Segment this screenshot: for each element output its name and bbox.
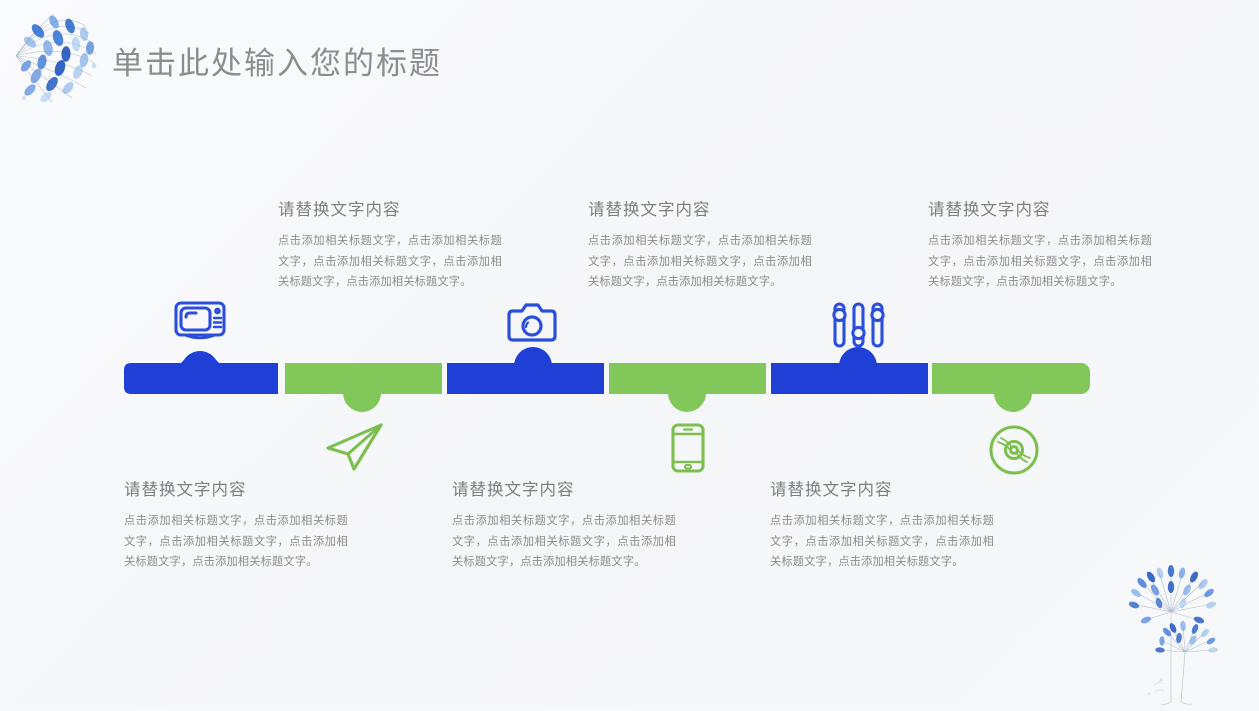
watercolor-dandelion-flowers-icon: [1115, 560, 1231, 706]
watercolor-dandelion-fan-icon: [2, 4, 106, 108]
page-title: 单击此处输入您的标题: [112, 46, 442, 81]
text-block-body: 点击添加相关标题文字，点击添加相关标题文字，点击添加相关标题文字，点击添加相关标…: [770, 515, 994, 569]
compact-disc-icon[interactable]: [988, 424, 1040, 476]
text-block-heading: 请替换文字内容: [124, 481, 247, 499]
timeline-segment-5[interactable]: [771, 347, 928, 394]
equalizer-icon[interactable]: [830, 300, 888, 350]
timeline-segment-2[interactable]: [285, 363, 442, 412]
text-block-heading: 请替换文字内容: [452, 481, 575, 499]
smartphone-icon[interactable]: [669, 422, 707, 474]
timeline-segment-6[interactable]: [932, 363, 1090, 412]
paper-plane-icon[interactable]: [324, 422, 386, 472]
timeline-segment-1[interactable]: [124, 351, 278, 394]
text-block-bottom-3: 请替换文字内容 点击添加相关标题文字，点击添加相关标题文字，点击添加相关标题文字…: [770, 476, 994, 573]
text-block-heading: 请替换文字内容: [770, 481, 893, 499]
text-block-body: 点击添加相关标题文字，点击添加相关标题文字，点击添加相关标题文字，点击添加相关标…: [452, 515, 676, 569]
text-block-body: 点击添加相关标题文字，点击添加相关标题文字，点击添加相关标题文字，点击添加相关标…: [588, 235, 812, 289]
text-block-top-1: 请替换文字内容 点击添加相关标题文字，点击添加相关标题文字，点击添加相关标题文字…: [278, 196, 502, 293]
tv-icon[interactable]: [172, 297, 228, 343]
text-block-heading: 请替换文字内容: [278, 201, 401, 219]
text-block-top-2: 请替换文字内容 点击添加相关标题文字，点击添加相关标题文字，点击添加相关标题文字…: [588, 196, 812, 293]
text-block-heading: 请替换文字内容: [928, 201, 1051, 219]
text-block-body: 点击添加相关标题文字，点击添加相关标题文字，点击添加相关标题文字，点击添加相关标…: [124, 515, 348, 569]
text-block-bottom-2: 请替换文字内容 点击添加相关标题文字，点击添加相关标题文字，点击添加相关标题文字…: [452, 476, 676, 573]
slide-header: 单击此处输入您的标题: [0, 0, 1259, 120]
text-block-top-3: 请替换文字内容 点击添加相关标题文字，点击添加相关标题文字，点击添加相关标题文字…: [928, 196, 1152, 293]
text-block-bottom-1: 请替换文字内容 点击添加相关标题文字，点击添加相关标题文字，点击添加相关标题文字…: [124, 476, 348, 573]
camera-icon[interactable]: [506, 302, 558, 344]
text-block-body: 点击添加相关标题文字，点击添加相关标题文字，点击添加相关标题文字，点击添加相关标…: [278, 235, 502, 289]
text-block-body: 点击添加相关标题文字，点击添加相关标题文字，点击添加相关标题文字，点击添加相关标…: [928, 235, 1152, 289]
timeline-segment-3[interactable]: [447, 347, 604, 394]
timeline-segment-4[interactable]: [609, 363, 766, 412]
text-block-heading: 请替换文字内容: [588, 201, 711, 219]
